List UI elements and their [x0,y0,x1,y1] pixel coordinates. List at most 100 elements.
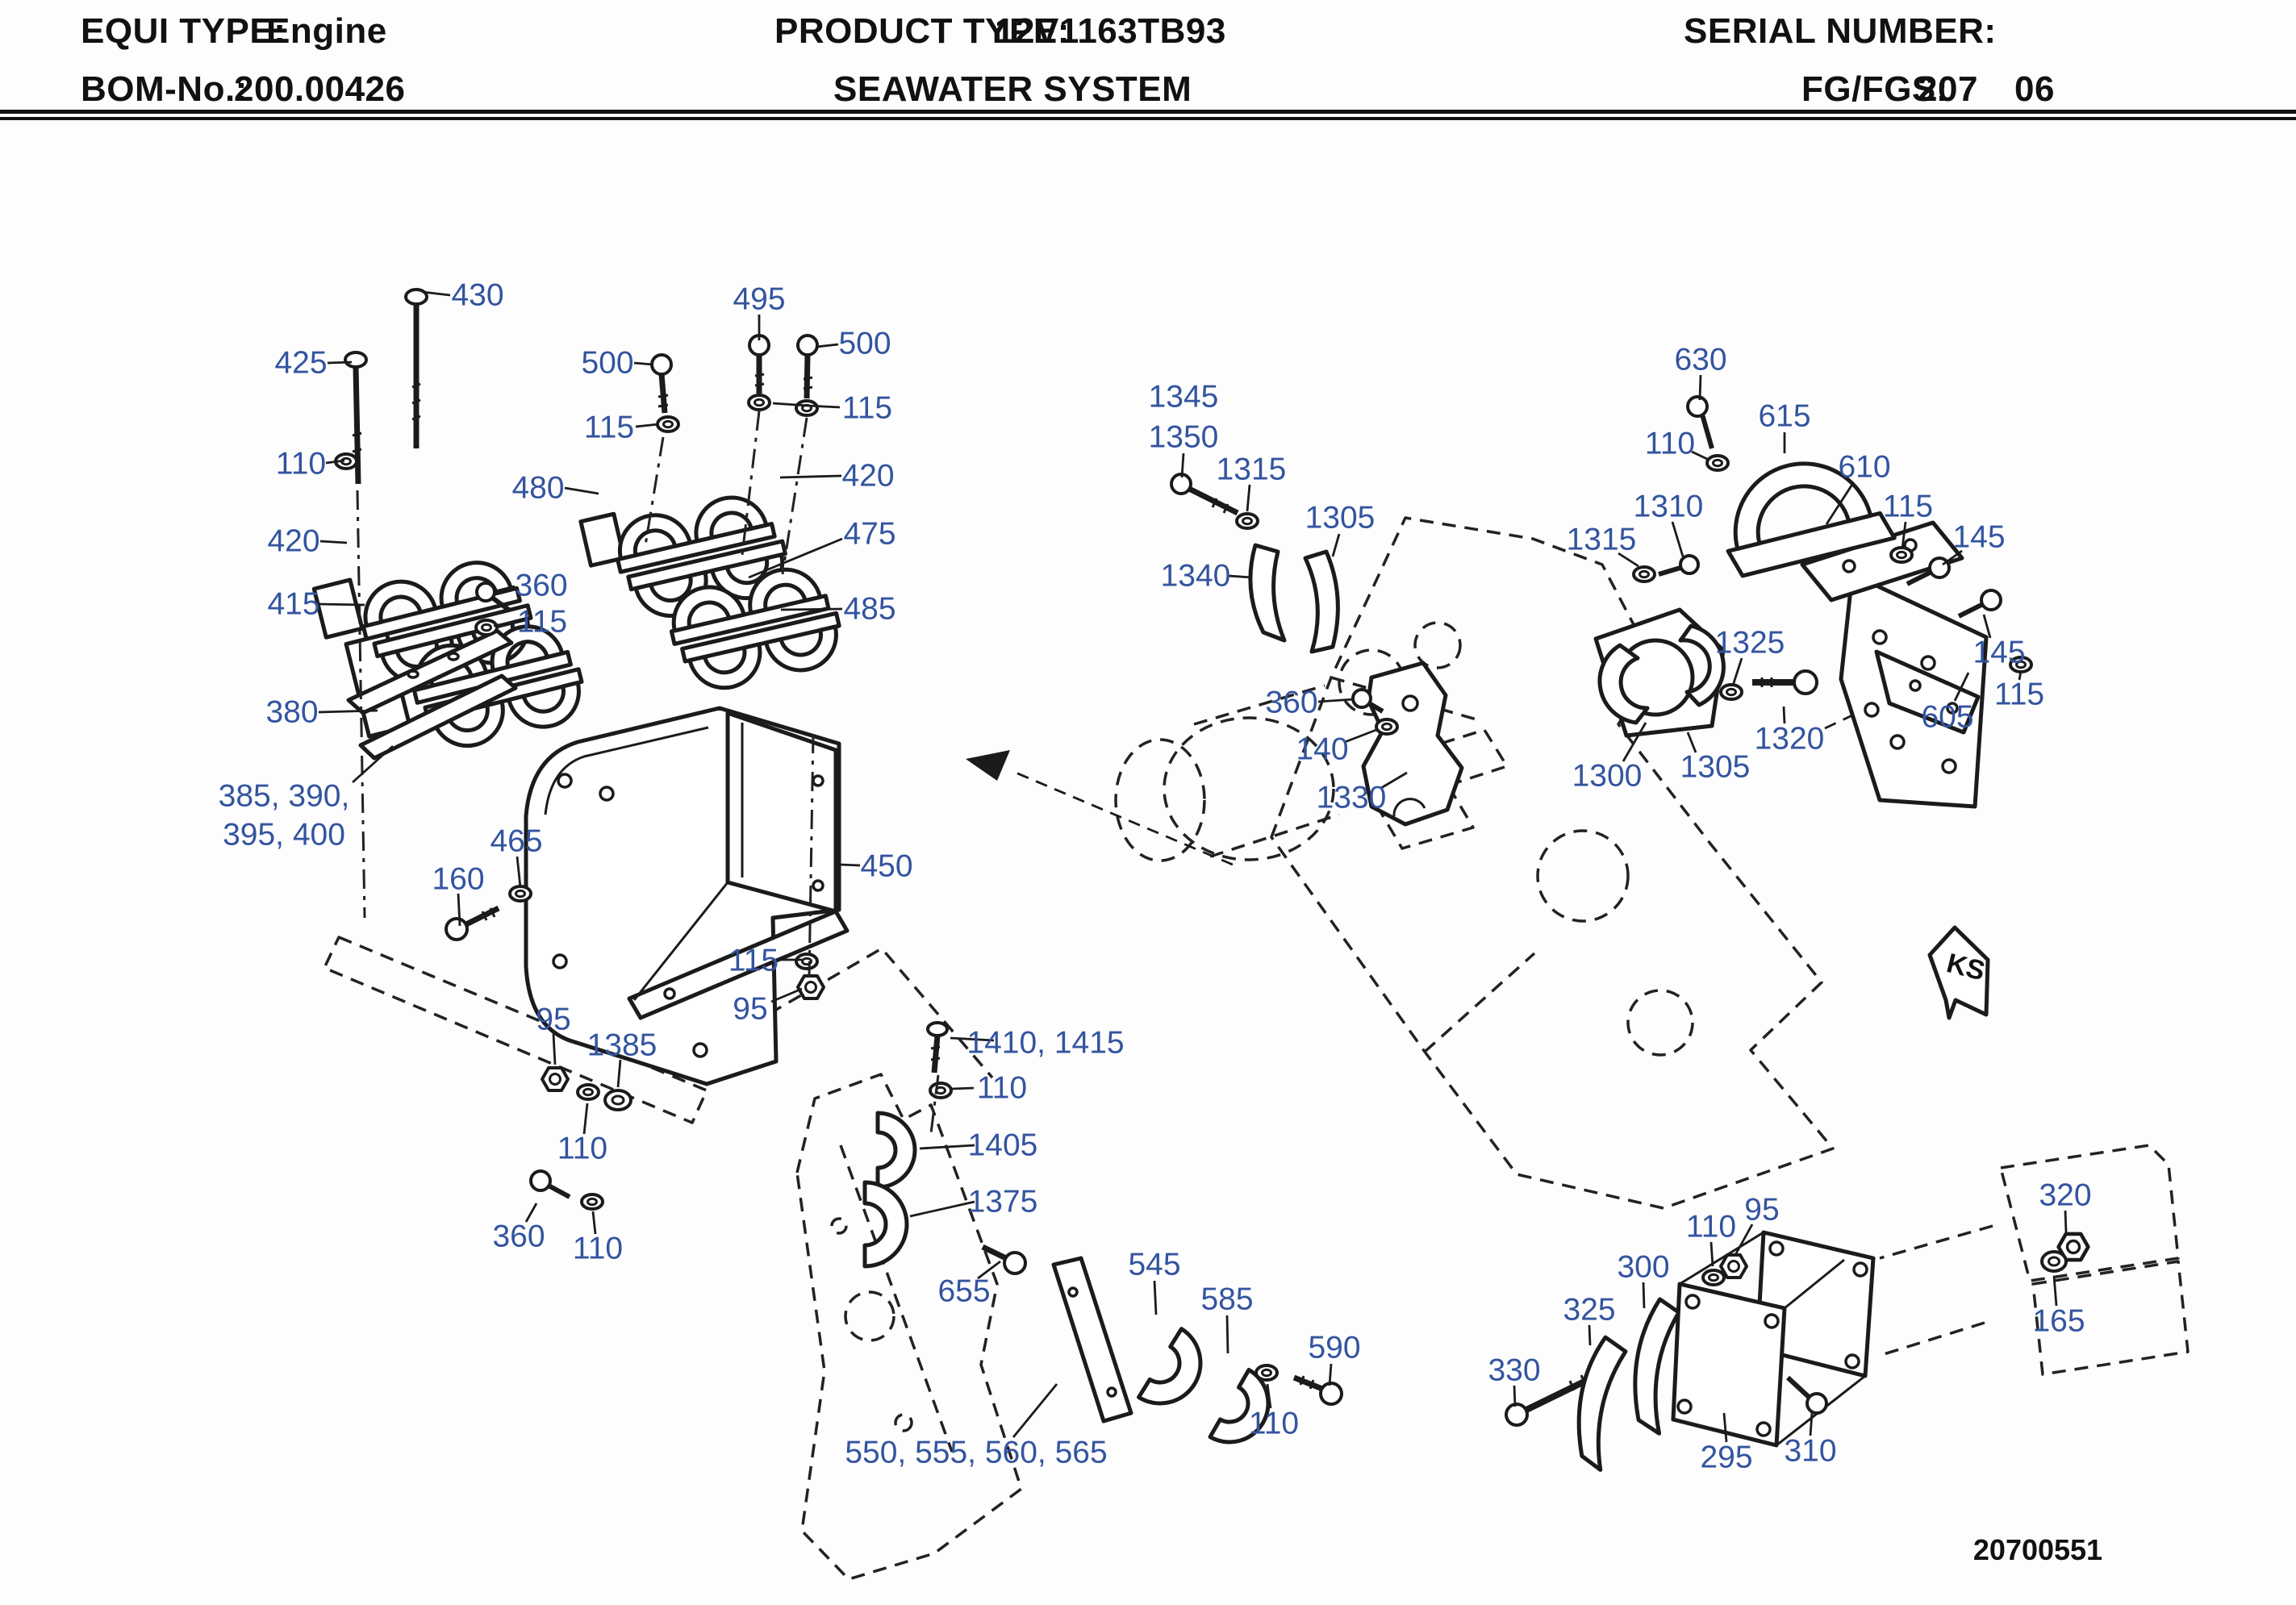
leader-line [325,459,345,465]
part-callout-115: 115 [584,411,634,445]
leader-line [635,423,659,428]
screw-630 [1686,395,1714,449]
nut-95 [796,974,825,1000]
leader-line [327,361,353,365]
washer-115 [747,394,771,411]
leader-line [772,402,841,409]
bolt-1310 [1658,554,1700,577]
part-callout-1340: 1340 [1161,559,1231,594]
leader-line [1331,533,1341,557]
washer-110 [929,1082,953,1099]
leader-line [1513,1385,1517,1407]
ks-view-flag: KS [1927,925,1990,1020]
flange-box-295 [1671,1230,1876,1448]
leader-line [1588,1324,1592,1346]
part-callout-115: 115 [1994,677,2044,712]
header-rule-bottom [0,117,2296,120]
washer-1385 [603,1089,632,1111]
part-callout-110: 110 [573,1232,623,1266]
washer-1315 [1632,565,1656,583]
bolt-590 [1292,1374,1343,1406]
part-callout-385-390-: 385, 390, [219,779,350,814]
part-callout-425: 425 [274,346,327,381]
part-callout-115: 115 [1883,490,1933,524]
part-callout-1300: 1300 [1572,759,1643,794]
leader-line [1953,672,1970,702]
leader-line [524,1203,538,1223]
bolt-145-lower [1957,589,2002,619]
leader-line [564,486,599,495]
clamp-300 [1633,1297,1681,1436]
part-callout-95: 95 [733,992,767,1027]
part-callout-655: 655 [937,1274,990,1309]
part-callout-1310: 1310 [1634,490,1704,524]
leader-line [1012,1383,1058,1438]
part-callout-550-555-560-565: 550, 555, 560, 565 [845,1436,1107,1470]
bolt-655 [981,1244,1027,1275]
part-callout-1405: 1405 [968,1128,1038,1163]
part-callout-590: 590 [1308,1331,1360,1365]
part-callout-95: 95 [1744,1193,1779,1228]
part-callout-115: 115 [842,391,892,426]
leader-line [422,290,451,297]
part-callout-165: 165 [2032,1304,2085,1339]
part-callout-300: 300 [1617,1250,1669,1285]
part-callout-450: 450 [860,849,912,884]
part-callout-310: 310 [1784,1434,1836,1469]
bracket-605 [1874,649,1981,735]
part-callout-1350: 1350 [1149,420,1219,455]
engine-phantom-right [1270,516,1835,1210]
washer-110 [1701,1269,1726,1286]
product-type-label: PRODUCT TYPE: [774,11,1070,51]
part-callout-110: 110 [1645,427,1695,461]
leader-line [816,343,839,348]
part-callout-1305: 1305 [1680,750,1751,785]
leader-line [1328,1363,1333,1386]
arrowhead-icon [966,750,1010,781]
clamp-615 [1726,461,1897,578]
part-callout-1345: 1345 [1149,380,1219,415]
part-callout-330: 330 [1488,1353,1540,1388]
leader-line [919,1144,975,1150]
part-callout-1330: 1330 [1317,781,1387,815]
part-callout-110: 110 [276,447,326,482]
part-callout-495: 495 [733,282,785,317]
clamp-stack-middle [578,470,847,711]
part-callout-430: 430 [451,278,503,313]
part-callout-1315: 1315 [1567,523,1637,557]
leader-line [1782,706,1786,724]
part-callout-110: 110 [977,1071,1027,1106]
leader-line [2064,1210,2068,1233]
leader-line [1691,450,1709,461]
leader-line [1642,1282,1646,1309]
part-callout-1305: 1305 [1305,501,1376,536]
part-callout-420: 420 [267,524,319,559]
engine-phantom-console-lower-left [795,1073,1023,1581]
leader-line [493,620,516,627]
washer-115 [795,953,819,970]
leader-line [1982,614,1992,639]
stud-425 [344,351,368,485]
engine-phantom-flange-lower-right [1879,1144,2190,1376]
part-callout-320: 320 [2039,1178,2091,1213]
leader-line [591,1211,597,1235]
bracket-450 [627,711,850,1020]
part-callout-485: 485 [843,592,895,627]
bolt-1350 [1170,473,1239,516]
bolt-495 [748,334,770,394]
leader-line [1686,732,1697,753]
leader-line [1734,1224,1754,1256]
leader-line [457,893,461,927]
part-callout-360: 360 [515,569,567,603]
equi-type-label: EQUI TYPE: [81,11,286,51]
washer-110 [576,1083,600,1101]
part-callout-115: 115 [517,605,567,640]
part-callout-110: 110 [557,1132,607,1166]
bolt-360-mid [475,582,511,613]
fg-fgs-value: 207 [1918,69,1978,109]
fasteners-lower-left [529,1066,632,1211]
leader-line [748,537,843,579]
leader-line [1809,1412,1814,1436]
part-callout-1385: 1385 [587,1028,657,1063]
leader-line [1618,552,1639,568]
